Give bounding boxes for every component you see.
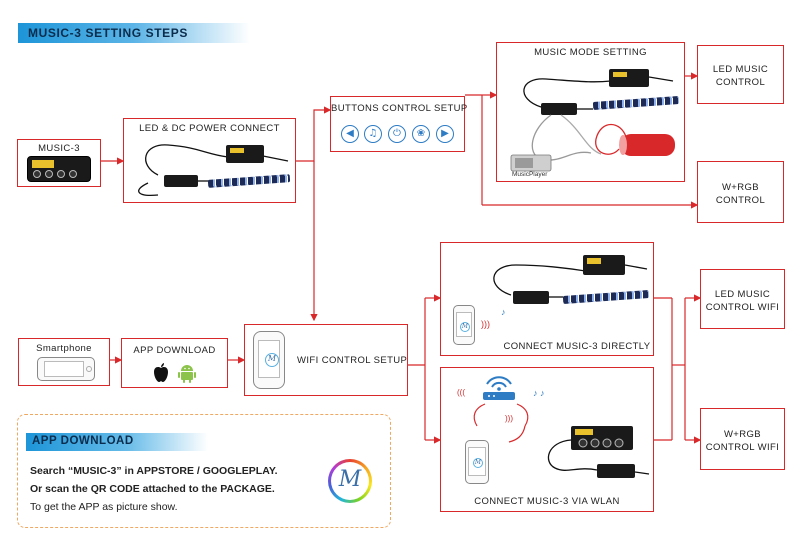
wrgb-wifi-line2: CONTROL WIFI (705, 442, 780, 453)
led-music-wifi-line1: LED MUSIC (714, 289, 771, 300)
wrgb-control-wifi-box: W+RGB CONTROL WIFI (700, 408, 785, 470)
music3-app-icon-wlan: M (473, 458, 483, 468)
led-dc-caption: LED & DC POWER CONNECT (139, 123, 280, 134)
app-download-title: APP DOWNLOAD (32, 435, 134, 447)
connect-wlan-box: ((( ))) ♪ ♪ M CONNECT MUSIC-3 VIA WLAN (440, 367, 654, 512)
left-arrow-icon: ◀ (341, 125, 359, 143)
signal-waves-icon-wlan: ((( (457, 388, 465, 397)
smartphone-box: Smartphone (18, 338, 110, 386)
wrgb-wifi-line1: W+RGB (723, 429, 762, 440)
app-download-box: APP DOWNLOAD (121, 338, 228, 388)
music3-step-box: MUSIC-3 (17, 139, 101, 187)
led-music-line1: LED MUSIC (712, 64, 769, 75)
music-note-waves-icon-wlan: ♪ ♪ (533, 388, 545, 398)
music-note-icon: ♫ (364, 125, 382, 143)
app-download-panel: APP DOWNLOAD Search “MUSIC-3” in APPSTOR… (17, 414, 391, 528)
wifi-control-setup-box: M WIFI CONTROL SETUP (244, 324, 408, 396)
music3-controller-image (27, 156, 91, 182)
wifi-router-icon (483, 376, 515, 400)
led-dc-wiring-image (138, 144, 289, 196)
led-music-control-box: LED MUSIC CONTROL (697, 45, 784, 104)
wifi-setup-caption: WIFI CONTROL SETUP (297, 355, 408, 366)
signal-waves-icon: ))) (481, 319, 490, 329)
music3-app-logo: M (328, 459, 372, 503)
wrgb-line2: CONTROL (715, 195, 766, 206)
app-download-caption: APP DOWNLOAD (133, 345, 216, 356)
app-instruction-line1: Search “MUSIC-3” in APPSTORE / GOOGLEPLA… (30, 465, 278, 477)
app-instruction-line3: To get the APP as picture show. (30, 501, 178, 513)
apple-icon (154, 363, 168, 382)
color-wheel-icon: ❀ (412, 125, 430, 143)
app-instruction-line2: Or scan the QR CODE attached to the PACK… (30, 483, 275, 495)
android-icon (178, 365, 196, 383)
music-player-label: MusicPlayer (512, 171, 548, 178)
smartphone-caption: Smartphone (36, 343, 92, 354)
wrgb-line1: W+RGB (721, 182, 760, 193)
connect-direct-phone-image: M (453, 305, 475, 345)
led-music-line2: CONTROL (715, 77, 766, 88)
signal-waves-icon-wlan-2: ))) (505, 414, 513, 423)
power-icon: ⏻ (388, 125, 406, 143)
music3-caption: MUSIC-3 (38, 143, 80, 154)
led-dc-power-box: LED & DC POWER CONNECT (123, 118, 296, 203)
music-mode-caption: MUSIC MODE SETTING (534, 47, 647, 58)
music3-app-icon-small: M (460, 322, 470, 332)
led-music-wifi-line2: CONTROL WIFI (705, 302, 780, 313)
music-mode-wiring-image (510, 69, 675, 172)
buttons-control-box: BUTTONS CONTROL SETUP ◀ ♫ ⏻ ❀ ▶ (330, 96, 468, 152)
wifi-setup-phone-image: M (253, 331, 285, 389)
connect-direct-caption: CONNECT MUSIC-3 DIRECTLY (503, 341, 651, 352)
wrgb-control-box: W+RGB CONTROL (697, 161, 784, 223)
led-music-control-wifi-box: LED MUSIC CONTROL WIFI (700, 269, 785, 329)
buttons-caption: BUTTONS CONTROL SETUP (331, 103, 468, 114)
page-title-bar: MUSIC-3 SETTING STEPS (18, 23, 250, 43)
right-arrow-icon: ▶ (436, 125, 454, 143)
music3-app-icon: M (265, 353, 279, 367)
music-mode-box: MUSIC MODE SETTING MusicPlayer (496, 42, 685, 182)
connect-direct-box: M ))) ♪ CONNECT MUSIC-3 DIRECTLY (440, 242, 654, 356)
connect-wlan-wiring-image (547, 426, 650, 478)
wlan-cycle-arrows (473, 403, 529, 443)
connect-wlan-caption: CONNECT MUSIC-3 VIA WLAN (474, 496, 620, 507)
connect-wlan-phone-image: M (465, 440, 489, 484)
app-download-title-bar: APP DOWNLOAD (26, 433, 208, 451)
music-note-waves-icon: ♪ (501, 307, 506, 317)
smartphone-landscape-image (37, 357, 95, 381)
page-title: MUSIC-3 SETTING STEPS (28, 26, 188, 40)
connect-direct-wiring-image (493, 255, 648, 304)
